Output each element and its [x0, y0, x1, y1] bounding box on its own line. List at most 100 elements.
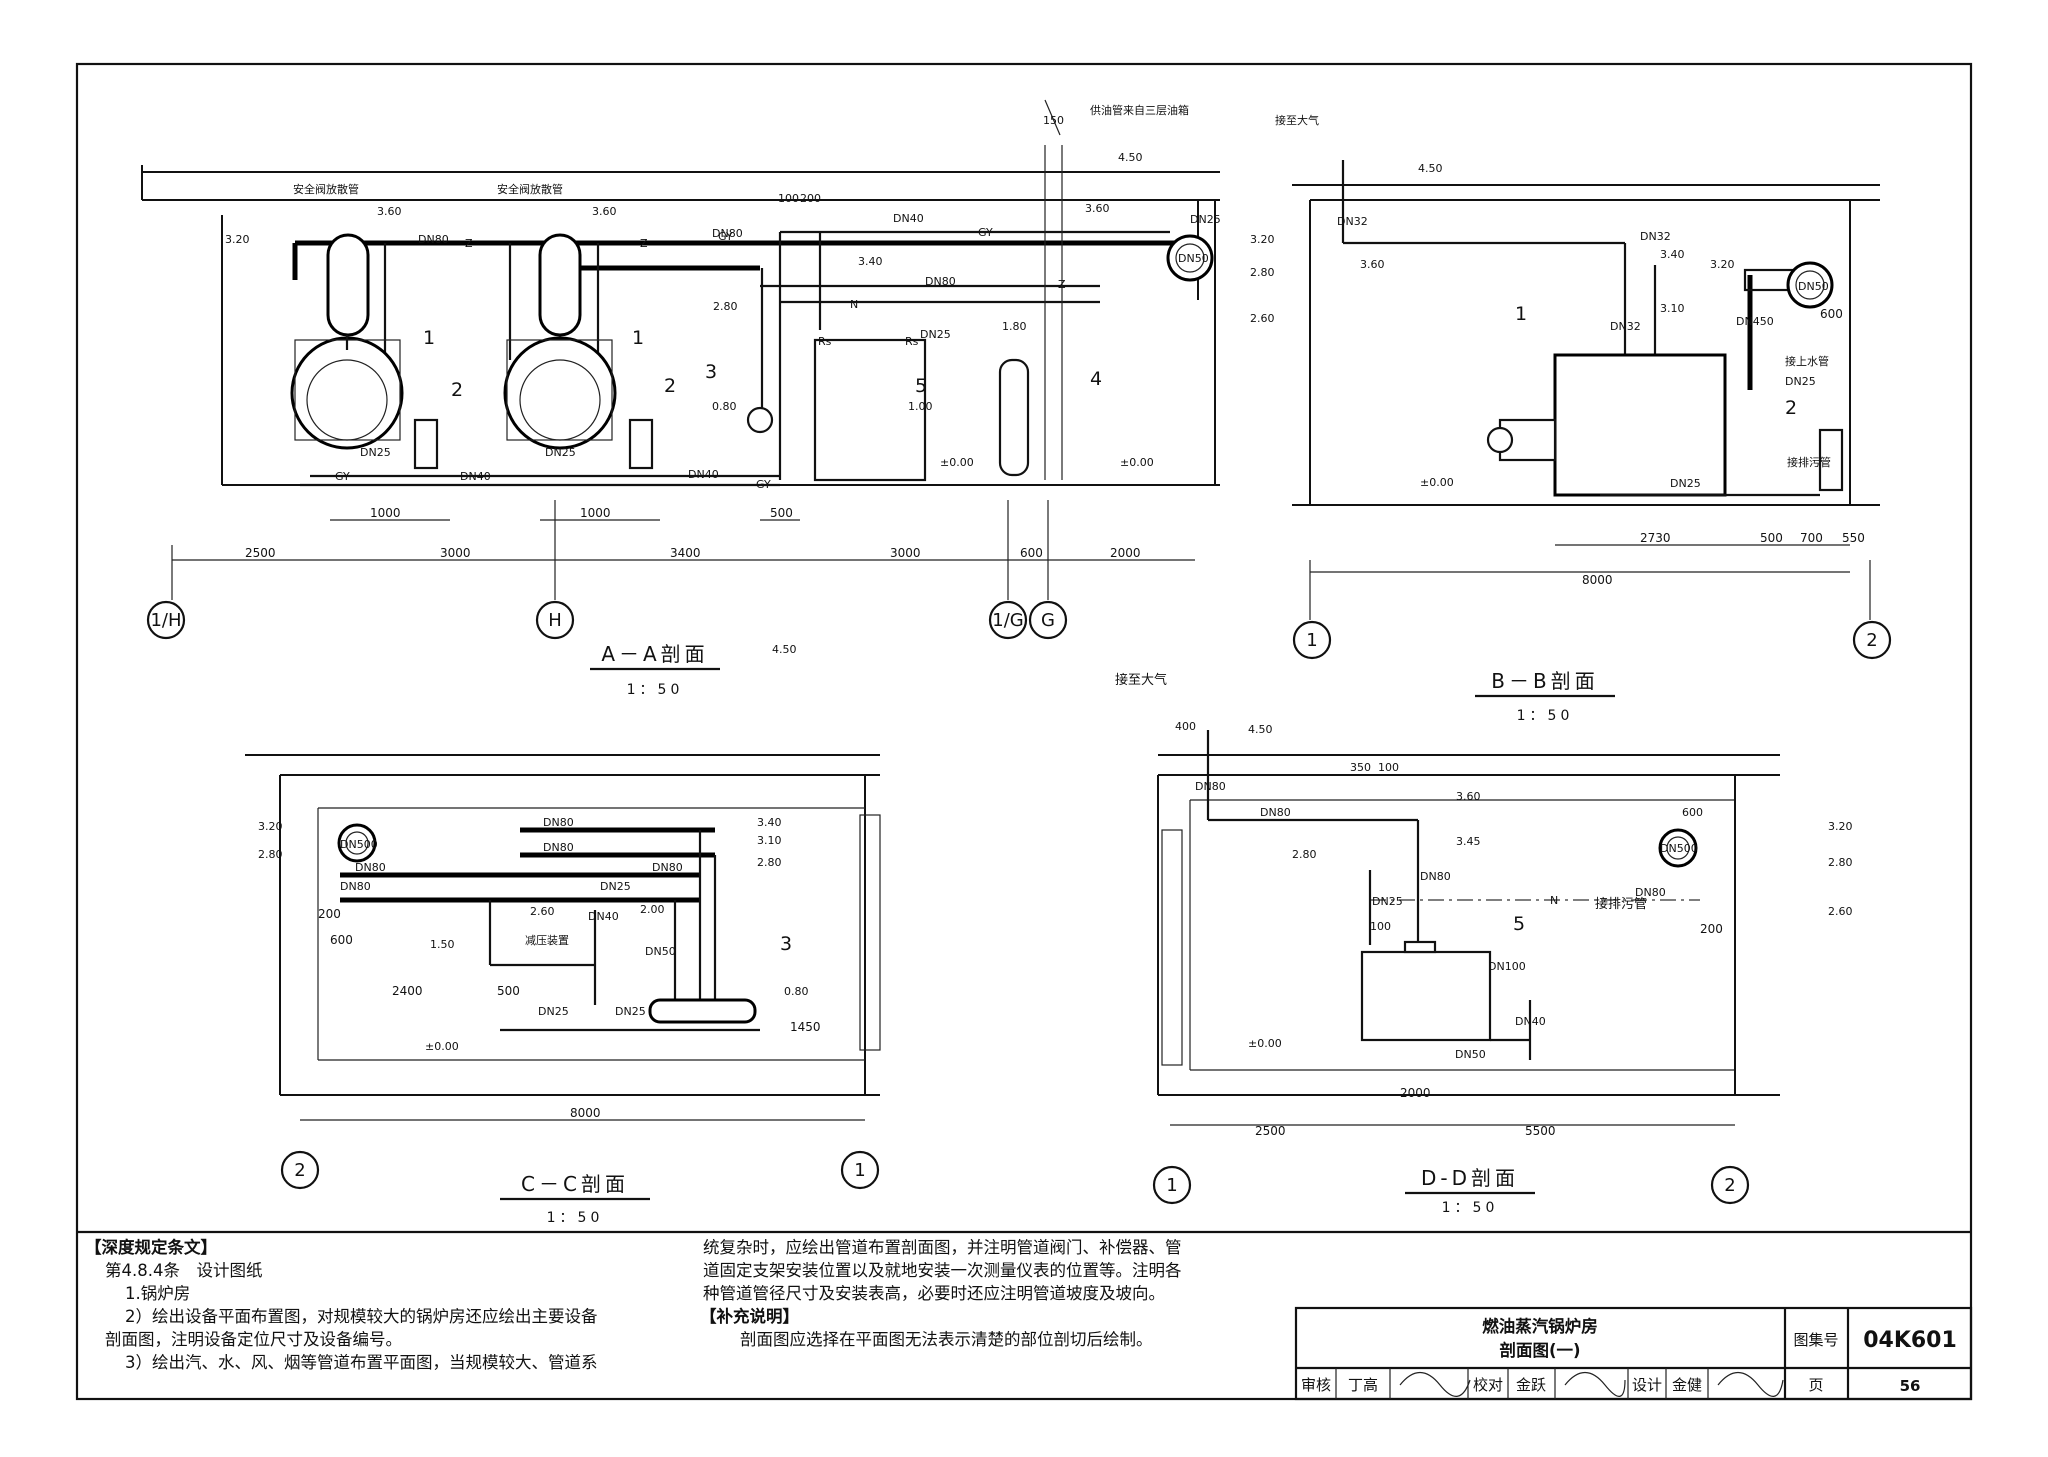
cc-dim: 200: [318, 907, 341, 921]
aa-axis-1g: [988, 600, 1028, 640]
aa-elev: 3.60: [592, 205, 617, 218]
bb-axis-label: 2: [1866, 630, 1877, 651]
aa-text: N: [850, 298, 858, 311]
bb-elev: 3.60: [1360, 258, 1385, 271]
bb-scale: 1：50: [1517, 708, 1574, 724]
aa-axis-h: [535, 600, 575, 640]
bb-dim: 500: [1760, 531, 1783, 545]
dd-label: 600: [1682, 806, 1703, 819]
aa-pipe-label: DN40: [688, 468, 719, 481]
bb-label: DN32: [1640, 230, 1671, 243]
notes-item3a: 3）绘出汽、水、风、烟等管道布置平面图，当规模较大、管道系: [125, 1353, 598, 1372]
bb-label: 接至大气: [1275, 113, 1319, 127]
aa-dim: 150: [1043, 114, 1064, 127]
dd-label: 100: [1370, 920, 1391, 933]
aa-label: 供油管来自三层油箱: [1090, 103, 1189, 117]
aa-elev: ±0.00: [1120, 456, 1154, 469]
dd-label: 100: [1378, 761, 1399, 774]
bb-elev: 3.40: [1660, 248, 1685, 261]
dd-label: DN80: [1195, 780, 1226, 793]
sheet-title-2: 剖面图(一): [1499, 1340, 1580, 1360]
notes-col2b: 道固定支架安装位置以及就地安装一次测量仪表的位置等。注明各: [703, 1261, 1182, 1280]
cc-labels: DN500 DN80 DN80 DN80 DN80 DN40 DN25 DN50…: [258, 643, 866, 1226]
aa-elev: 3.20: [225, 233, 250, 246]
cc-elev: 1.50: [430, 938, 455, 951]
cc-elev: 4.50: [772, 643, 797, 656]
cc-dim: 1450: [790, 1020, 821, 1034]
cc-axis-label: 2: [294, 1160, 305, 1181]
aa-equipment-tag: 4: [1090, 368, 1102, 390]
page-no: 56: [1900, 1377, 1921, 1395]
cc-scale: 1：50: [547, 1210, 604, 1226]
dd-label: 400: [1175, 720, 1196, 733]
dd-scale: 1：50: [1442, 1200, 1499, 1216]
dd-label: DN80: [1420, 870, 1451, 883]
aa-labels: 安全阀放散管 安全阀放散管 供油管来自三层油箱 DN80 DN80 DN40 D…: [150, 103, 1274, 698]
dd-label: DN100: [1488, 960, 1526, 973]
bb-elev: 4.50: [1418, 162, 1443, 175]
cc-elev: 2.80: [258, 848, 283, 861]
atlas-label: 图集号: [1793, 1331, 1838, 1349]
aa-tank-5: [813, 338, 927, 482]
cc-label: DN500: [340, 838, 378, 851]
dd-axis-1: [1152, 1165, 1192, 1205]
cc-title: C－C剖面: [521, 1172, 629, 1196]
bb-dim: 700: [1800, 531, 1823, 545]
notes-item2b: 剖面图，注明设备定位尺寸及设备编号。: [105, 1330, 402, 1349]
aa-equipment-tag: 5: [915, 375, 927, 397]
aa-dim: 2500: [245, 546, 276, 560]
aa-pipe-label: DN25: [360, 446, 391, 459]
cc-elev: 0.80: [784, 985, 809, 998]
bb-axis-1: [1292, 620, 1332, 660]
checker-signature: [1564, 1371, 1626, 1397]
aa-text: Z: [465, 237, 473, 250]
cc-elev: 2.00: [640, 903, 665, 916]
cc-label: DN80: [543, 816, 574, 829]
bb-label: DN50: [1798, 280, 1829, 293]
aa-pipe-label: DN25: [1190, 213, 1221, 226]
cc-elev: 2.80: [757, 856, 782, 869]
bb-title: B－B剖面: [1491, 669, 1598, 693]
notes-heading: 【深度规定条文】: [85, 1237, 217, 1257]
sheet-border: [75, 62, 1973, 1401]
reviewer-signature: [1399, 1371, 1471, 1397]
bb-elev: ±0.00: [1420, 476, 1454, 489]
aa-item-3: [746, 406, 774, 434]
dd-elev: 3.45: [1456, 835, 1481, 848]
aa-equipment-tag: 2: [451, 379, 463, 401]
cc-axis-2: [280, 1150, 320, 1190]
cc-axis-label: 1: [854, 1160, 865, 1181]
aa-elev: 2.80: [713, 300, 738, 313]
aa-dim: 200: [800, 192, 821, 205]
aa-pipe-label: DN25: [920, 328, 951, 341]
bb-chimney-dn500: [1786, 261, 1834, 309]
aa-pipe-label: DN80: [712, 227, 743, 240]
aa-elev: 3.60: [377, 205, 402, 218]
cc-elev: 3.20: [258, 820, 283, 833]
cc-label: DN80: [355, 861, 386, 874]
cc-label: DN50: [645, 945, 676, 958]
aa-dim: 3400: [670, 546, 701, 560]
dd-elev: 2.80: [1292, 848, 1317, 861]
dd-chimney-dn500: [1658, 828, 1698, 868]
aa-equipment-tag: 1: [632, 327, 644, 349]
aa-scale: 1：50: [627, 682, 684, 698]
aa-chimney-dn500: [1166, 234, 1214, 282]
aa-equipment-tag: 3: [705, 361, 717, 383]
title-block: [1294, 1306, 1973, 1401]
notes-col2c: 种管道管径尺寸及安装表高，必要时还应注明管道坡度及坡向。: [703, 1284, 1165, 1303]
cc-dim: 600: [330, 933, 353, 947]
aa-dim: 3000: [890, 546, 921, 560]
bb-dim: 2730: [1640, 531, 1671, 545]
designer: 金健: [1672, 1376, 1702, 1394]
aa-dim: 100: [778, 192, 799, 205]
notes-supp-heading: 【补充说明】: [700, 1306, 799, 1326]
cc-dim: 500: [497, 984, 520, 998]
bb-label: DN25: [1785, 375, 1816, 388]
dd-label: DN50: [1455, 1048, 1486, 1061]
dd-elev: 2.80: [1828, 856, 1853, 869]
designer-signature: [1717, 1371, 1784, 1397]
aa-dim: 1000: [580, 506, 611, 520]
aa-text: Z: [640, 237, 648, 250]
dd-title: D-D剖面: [1421, 1166, 1519, 1190]
